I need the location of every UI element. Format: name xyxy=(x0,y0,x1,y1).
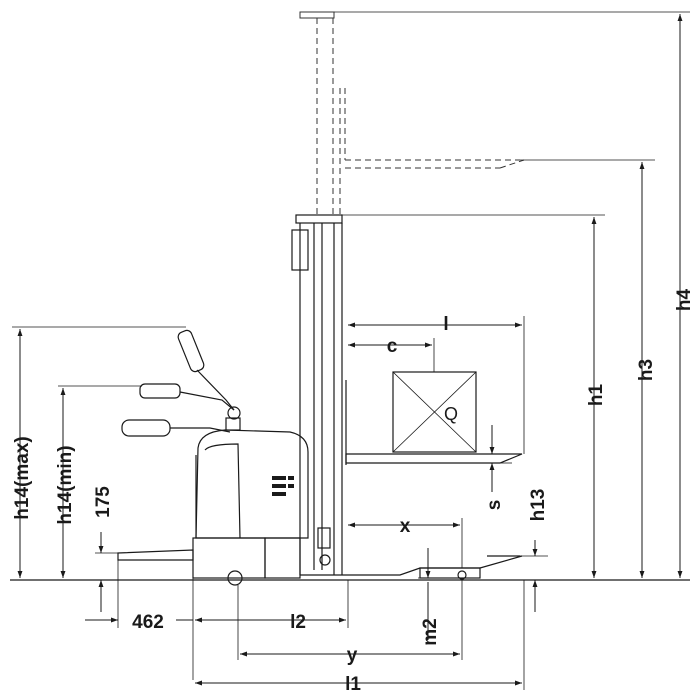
tiller-min xyxy=(139,383,235,411)
dim-m2 xyxy=(418,548,440,640)
truck-chassis xyxy=(192,537,301,586)
dim-175-label: 175 xyxy=(93,486,114,518)
tiller-drive xyxy=(121,406,241,437)
dim-h1 xyxy=(342,214,605,578)
dim-l-label: l xyxy=(443,314,448,335)
load-label-q: Q xyxy=(444,404,458,424)
dim-x-label: x xyxy=(400,516,411,537)
dim-h4-label: h4 xyxy=(674,288,695,311)
dim-h4 xyxy=(334,11,690,578)
dim-175 xyxy=(95,532,120,612)
dim-y xyxy=(237,580,463,660)
dim-h14max xyxy=(12,326,186,578)
base-legs xyxy=(300,555,523,580)
dim-c-label: c xyxy=(387,336,398,357)
yellow-body xyxy=(195,429,309,539)
dim-h14min xyxy=(58,385,142,578)
dim-m2-label: m2 xyxy=(420,618,441,645)
dim-462 xyxy=(85,560,194,680)
dim-h3 xyxy=(520,159,655,578)
tiller-max xyxy=(177,329,235,411)
operator-platform xyxy=(117,549,194,561)
dim-h1-label: h1 xyxy=(586,383,607,406)
dim-h13-label: h13 xyxy=(528,489,549,522)
dim-x xyxy=(348,518,463,568)
dim-s xyxy=(489,425,512,492)
dim-s-label: s xyxy=(484,500,505,511)
load-box xyxy=(392,371,477,453)
raised-mast-dashed xyxy=(299,11,525,215)
dim-h14min-label: h14(min) xyxy=(55,445,76,524)
dim-462-label: 462 xyxy=(132,612,164,633)
dim-h14max-label: h14(max) xyxy=(12,436,33,519)
dim-l2-label: l2 xyxy=(290,612,306,633)
dim-l1-label: l1 xyxy=(345,674,361,695)
mast xyxy=(291,214,343,575)
dim-l2 xyxy=(195,580,349,628)
dim-h13 xyxy=(520,540,548,612)
dim-l xyxy=(348,316,525,454)
dim-y-label: y xyxy=(347,645,358,666)
dim-l1 xyxy=(195,580,525,690)
dim-h3-label: h3 xyxy=(636,359,657,381)
dim-c xyxy=(348,338,435,372)
